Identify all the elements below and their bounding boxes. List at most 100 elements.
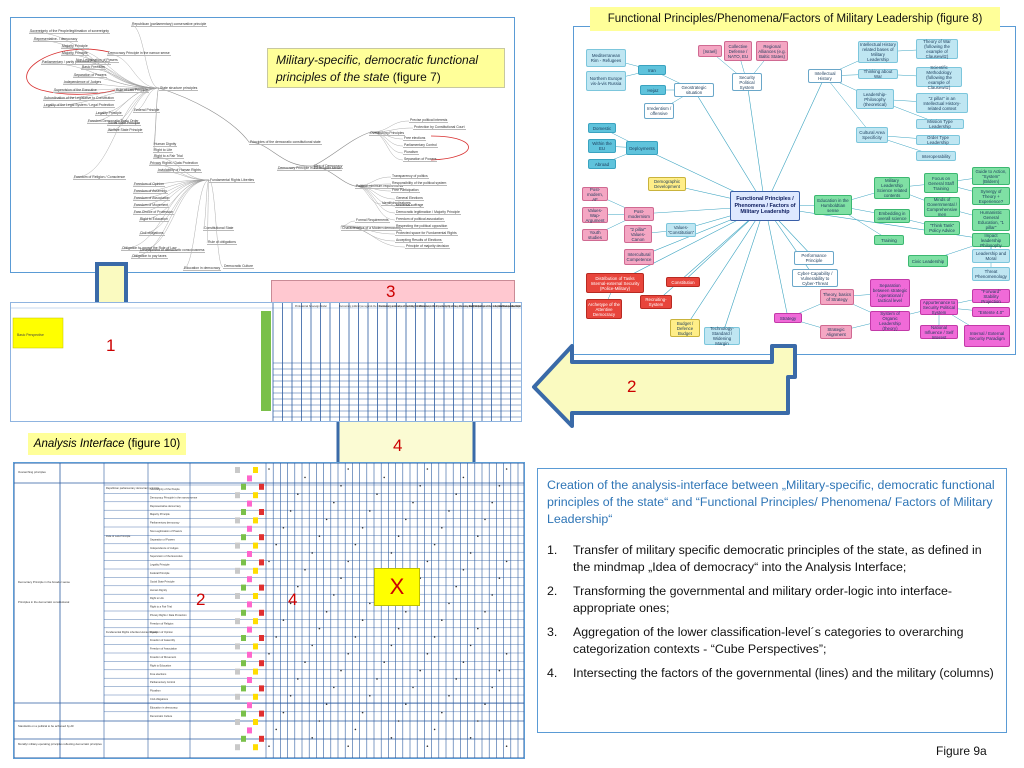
concept-map-node: Youth studies	[582, 229, 608, 241]
basic-perspective-cell	[12, 317, 64, 349]
grid-dot	[498, 485, 501, 487]
mindmap-node: Independence of Judges	[63, 80, 103, 85]
mindmap-node: Republican (parliamentary) conservative …	[131, 22, 208, 27]
grid-dot	[469, 644, 472, 647]
grid-dot	[340, 485, 342, 487]
concept-map-military-leadership: Functional Principles / Phenomena / Fact…	[573, 26, 1016, 355]
grid-group-label: Overarching principles	[18, 470, 46, 474]
concept-map-node: Strategic Alignment	[820, 325, 852, 339]
grid-dot	[419, 669, 422, 672]
grid-marker-cell	[253, 643, 258, 650]
mindmap-node: Formal Requirements	[355, 218, 390, 223]
step-item: 2. Transforming the governmental and mili…	[547, 583, 997, 617]
mindmap-node: Democracy Principle in the narrow sense	[107, 51, 171, 56]
concept-map-node: Theory of War (following the example of …	[916, 39, 958, 59]
figure-caption: Figure 9a	[936, 744, 987, 758]
grid-dot	[340, 577, 342, 579]
mindmap-node: Accepting Results of Elections	[395, 238, 443, 243]
grid-dot	[361, 711, 364, 714]
grid-marker-cell	[259, 509, 264, 515]
grid-dot	[462, 476, 465, 479]
concept-map-node: Hejaz	[640, 85, 666, 95]
step-text: Transforming the governmental and milita…	[573, 584, 952, 615]
step-index: 2.	[547, 584, 558, 598]
grid-dot	[484, 703, 486, 705]
grid-group-label: Principles in the democratic constitutio…	[18, 600, 70, 604]
mindmap-node: Development of democratic consciousness	[139, 248, 206, 253]
mindmap-idea-of-democracy: Republican (parliamentary) conservative …	[10, 17, 515, 273]
grid-marker-cell	[259, 635, 264, 641]
grid-dot	[469, 552, 472, 554]
mindmap-node: Separation of Powers	[403, 157, 438, 162]
grid-dot	[361, 619, 364, 621]
concept-map-node: [Israel]	[698, 45, 722, 57]
grid-dot	[455, 493, 458, 495]
grid-dot	[383, 476, 386, 479]
concept-map-node: "Think Tank" Policy Advice	[924, 221, 960, 235]
mindmap-node: Responsibility of the political system	[391, 181, 448, 186]
grid-dot	[383, 661, 386, 663]
grid-marker-cell	[253, 618, 258, 625]
grid-marker-cell	[241, 534, 246, 541]
grid-dot	[477, 720, 479, 722]
concept-map-node: Mission Type Leadership	[916, 119, 964, 129]
step-text: Transfer of military specific democratic…	[573, 543, 982, 574]
mindmap-node: Supervision of the Executive	[53, 88, 98, 93]
mindmap-node: Democratic legitimation / Majority Princ…	[395, 210, 461, 215]
grid-row-label: Social State Principle	[150, 579, 175, 583]
grid-dot	[426, 468, 429, 470]
mindmap-node: Democratic Culture	[223, 264, 255, 269]
concept-map-node: Technology-Standard / Widening Margin	[704, 326, 740, 346]
step-item: 1.Transfer of military specific democrat…	[547, 542, 997, 576]
concept-map-node: Impact leadership Philosophy	[972, 233, 1010, 248]
concept-map-node: Collective Defense / NATO, EU	[724, 41, 752, 61]
grid-dot	[419, 485, 422, 487]
grid-dot	[491, 501, 494, 504]
grid-row-label: Federal Principle	[150, 571, 170, 575]
grid-dot	[462, 661, 465, 663]
grid-dot	[491, 686, 494, 689]
grid-marker-cell	[235, 719, 240, 725]
grid-subgroup-label: Rule of Law Principle	[106, 534, 131, 538]
grid-dot	[433, 543, 436, 546]
concept-map-node: Intercultural Competence	[624, 249, 654, 265]
concept-map-node: Abroad	[588, 159, 616, 169]
top-header-cell: Defined Leadership	[499, 305, 520, 308]
mindmap-node: Freedom of Association	[133, 196, 171, 201]
grid-dot	[376, 493, 378, 495]
grid-subgroup-label: Republican parliamentary democracy princ…	[106, 486, 160, 490]
grid-marker-cell	[235, 643, 240, 650]
top-header-cell: Democracy political (compatibility) whic…	[379, 305, 482, 308]
grid-dot	[441, 619, 443, 621]
grid-marker-cell	[235, 618, 240, 625]
grid-dot	[275, 636, 278, 638]
grid-row-label: Representative democracy	[150, 504, 182, 508]
grid-row-label: Human Dignity	[150, 588, 168, 592]
grid-dot	[268, 653, 270, 655]
concept-map-node: Intellectual History	[808, 69, 842, 83]
mindmap-node: Rule of Law Principle	[115, 88, 149, 93]
grid-marker-cell	[247, 702, 252, 709]
concept-map-node: "2 pillar" in an Intellectual History-re…	[916, 93, 968, 113]
grid-marker-cell	[247, 651, 252, 658]
mindmap-node: Free Participation	[391, 188, 420, 193]
grid-row-label: Parliamentary Control	[150, 680, 176, 684]
concept-map-node: Post-modern, AF	[582, 187, 608, 202]
grid-marker-cell	[241, 710, 246, 717]
grid-marker-cell	[241, 609, 246, 616]
mindmap-node: Respecting the political opposition	[395, 224, 449, 229]
grid-marker-cell	[241, 509, 246, 515]
mindmap-node: Civil obligations	[139, 231, 165, 236]
grid-dot	[297, 678, 299, 680]
grid-marker-cell	[253, 593, 258, 599]
grid-dot	[369, 510, 371, 512]
grid-marker-cell	[253, 492, 258, 499]
grid-dot	[297, 585, 299, 588]
grid-marker-cell	[247, 551, 252, 557]
mindmap-caption-figure: (figure 7)	[392, 70, 441, 84]
grid-marker-cell	[253, 517, 258, 524]
grid-dot	[376, 678, 378, 680]
grid-dot	[390, 644, 393, 647]
step-text: Aggregation of the lower classification-…	[573, 625, 964, 656]
step-item: 3.Aggregation of the lower classificatio…	[547, 624, 997, 658]
